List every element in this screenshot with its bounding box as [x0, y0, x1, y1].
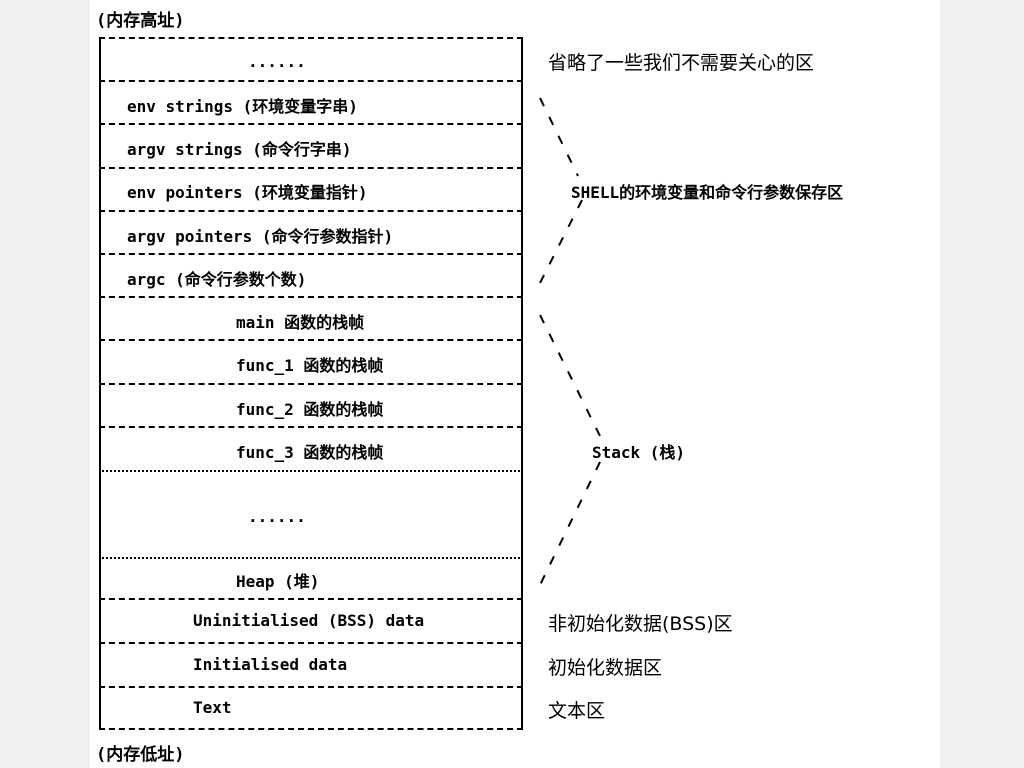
cell-func1-frame: func_1 函数的栈帧: [236, 356, 384, 375]
separator-9: [99, 426, 523, 428]
separator-8: [99, 383, 523, 385]
note-bss: 非初始化数据(BSS)区: [548, 613, 733, 635]
note-text: 文本区: [548, 700, 606, 722]
cell-argc: argc (命令行参数个数): [127, 270, 307, 289]
separator-1: [99, 80, 523, 82]
note-data: 初始化数据区: [548, 657, 663, 679]
cell-text: Text: [193, 698, 232, 717]
cell-func3-frame: func_3 函数的栈帧: [236, 443, 384, 462]
separator-11: [99, 557, 523, 559]
separator-4: [99, 210, 523, 212]
low-address-label: (内存低址): [96, 745, 185, 765]
separator-0: [99, 37, 523, 39]
cell-main-frame: main 函数的栈帧: [236, 313, 365, 332]
cell-env-strings: env strings (环境变量字串): [127, 97, 358, 116]
high-address-label: (内存高址): [96, 11, 185, 31]
cell-func2-frame: func_2 函数的栈帧: [236, 400, 384, 419]
cell-gap: ......: [248, 507, 306, 526]
note-shell: SHELL的环境变量和命令行参数保存区: [571, 183, 844, 202]
separator-12: [99, 598, 523, 600]
note-stack: Stack (栈): [592, 443, 686, 462]
separator-3: [99, 167, 523, 169]
separator-6: [99, 296, 523, 298]
separator-15: [99, 728, 523, 730]
cell-env-pointers: env pointers (环境变量指针): [127, 183, 368, 202]
separator-14: [99, 686, 523, 688]
cell-argv-strings: argv strings (命令行字串): [127, 140, 352, 159]
cell-bss: Uninitialised (BSS) data: [193, 611, 425, 630]
separator-13: [99, 642, 523, 644]
cell-data: Initialised data: [193, 655, 348, 674]
separator-7: [99, 339, 523, 341]
separator-2: [99, 123, 523, 125]
separator-5: [99, 253, 523, 255]
cell-omitted-top: ......: [248, 52, 306, 71]
cell-argv-pointers: argv pointers (命令行参数指针): [127, 227, 394, 246]
separator-10: [99, 470, 523, 472]
note-omitted: 省略了一些我们不需要关心的区: [548, 52, 815, 74]
cell-heap: Heap (堆): [236, 572, 320, 591]
